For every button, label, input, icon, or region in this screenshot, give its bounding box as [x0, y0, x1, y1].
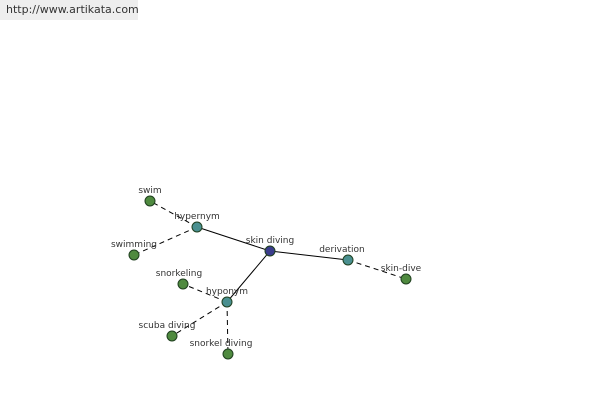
node-derivation[interactable]: derivation: [319, 245, 365, 266]
node-label-snorkeling[interactable]: snorkeling: [156, 269, 202, 279]
site-url[interactable]: http://www.artikata.com: [0, 0, 139, 20]
node-dot-hyponym[interactable]: [221, 296, 233, 308]
node-skin-dive[interactable]: skin-dive: [381, 264, 422, 285]
edge-derivation-to-skin-dive: [347, 259, 407, 280]
node-label-snorkel-diving[interactable]: snorkel diving: [190, 339, 253, 349]
node-dot-scuba-diving[interactable]: [166, 330, 178, 342]
node-label-hyponym[interactable]: hyponym: [206, 287, 248, 297]
edge-hyponym-to-scuba-diving: [171, 301, 228, 337]
edge-skin-diving-to-hyponym: [226, 250, 271, 303]
graph-edges: [133, 200, 407, 355]
node-label-swimming[interactable]: swimming: [111, 240, 157, 250]
node-dot-swim[interactable]: [144, 195, 156, 207]
node-skin-diving[interactable]: skin diving: [246, 236, 294, 257]
node-label-hypernym[interactable]: hypernym: [174, 212, 220, 222]
node-dot-derivation[interactable]: [342, 254, 354, 266]
node-scuba-diving[interactable]: scuba diving: [139, 321, 196, 342]
node-snorkeling[interactable]: snorkeling: [156, 269, 202, 290]
node-dot-swimming[interactable]: [128, 249, 140, 261]
edge-hypernym-to-swimming: [133, 226, 198, 256]
node-snorkel-diving[interactable]: snorkel diving: [190, 339, 253, 360]
node-label-derivation[interactable]: derivation: [319, 245, 365, 255]
edge-skin-diving-to-hypernym: [196, 226, 271, 252]
edge-skin-diving-to-derivation: [269, 250, 349, 261]
node-hypernym[interactable]: hypernym: [174, 212, 220, 233]
node-swimming[interactable]: swimming: [111, 240, 157, 261]
node-swim[interactable]: swim: [138, 186, 162, 207]
node-label-skin-dive[interactable]: skin-dive: [381, 264, 422, 274]
node-label-swim[interactable]: swim: [138, 186, 161, 196]
edge-hyponym-to-snorkeling: [182, 283, 228, 303]
node-label-skin-diving[interactable]: skin diving: [246, 236, 294, 246]
node-dot-snorkel-diving[interactable]: [222, 348, 234, 360]
node-dot-snorkeling[interactable]: [177, 278, 189, 290]
graph-nodes: skin diving hypernym hyponym derivation swim…: [111, 186, 422, 360]
node-dot-hypernym[interactable]: [191, 221, 203, 233]
node-label-scuba-diving[interactable]: scuba diving: [139, 321, 196, 331]
node-hyponym[interactable]: hyponym: [206, 287, 248, 308]
node-dot-skin-dive[interactable]: [400, 273, 412, 285]
node-dot-skin-diving[interactable]: [264, 245, 276, 257]
